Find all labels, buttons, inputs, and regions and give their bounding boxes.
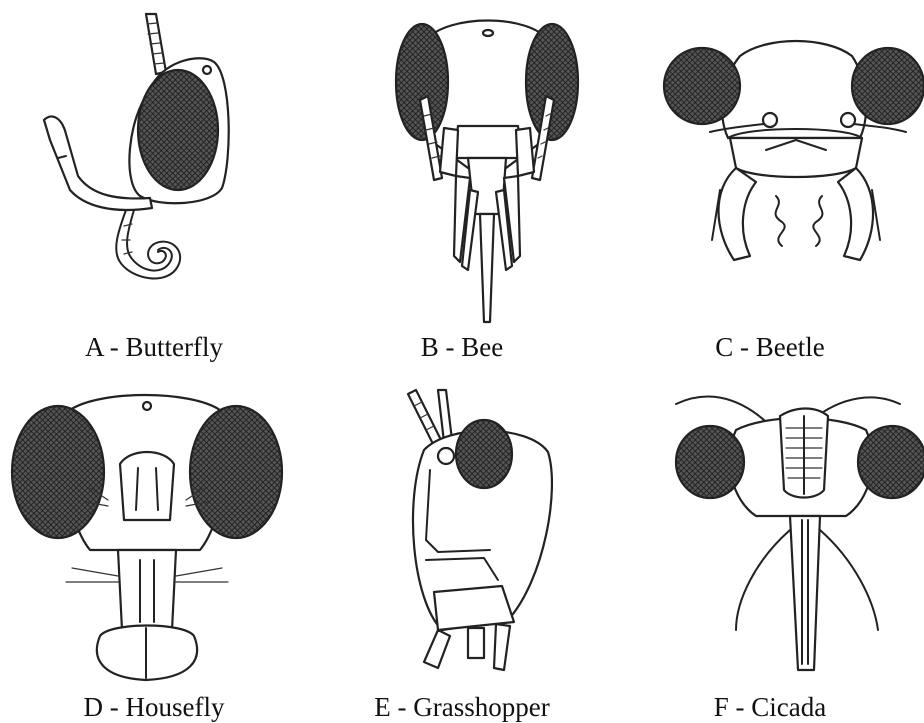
compound-eye-left xyxy=(664,48,740,124)
caption-d: D - Housefly xyxy=(0,691,308,723)
caption-a: A - Butterfly xyxy=(0,331,308,363)
grasshopper-head-illustration xyxy=(308,360,616,690)
panel-bee: B - Bee xyxy=(308,0,616,360)
compound-eye xyxy=(138,70,218,190)
compound-eye-left xyxy=(396,24,448,140)
compound-eye-right xyxy=(852,48,924,124)
panel-cicada: F - Cicada xyxy=(616,360,924,720)
caption-f: F - Cicada xyxy=(616,691,924,723)
cicada-head-illustration xyxy=(616,360,924,690)
compound-eye-left xyxy=(12,406,104,538)
butterfly-head-illustration xyxy=(0,0,308,330)
housefly-head-illustration xyxy=(0,360,308,690)
compound-eye xyxy=(456,420,512,488)
compound-eye-right xyxy=(526,24,578,140)
caption-b: B - Bee xyxy=(308,331,616,363)
panel-beetle: C - Beetle xyxy=(616,0,924,360)
beetle-head-illustration xyxy=(616,0,924,330)
caption-c: C - Beetle xyxy=(616,331,924,363)
bee-head-illustration xyxy=(308,0,616,330)
panel-butterfly: A - Butterfly xyxy=(0,0,308,360)
compound-eye-right xyxy=(190,406,282,538)
panel-grasshopper: E - Grasshopper xyxy=(308,360,616,720)
caption-e: E - Grasshopper xyxy=(308,691,616,723)
compound-eye-left xyxy=(676,426,744,498)
compound-eye-right xyxy=(858,426,924,498)
panel-housefly: D - Housefly xyxy=(0,360,308,720)
